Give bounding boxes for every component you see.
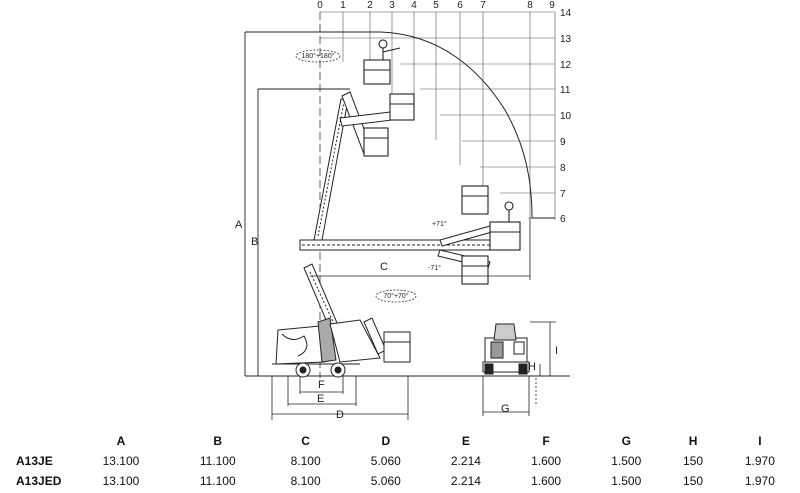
- y-scale-12: 12: [560, 60, 572, 71]
- col-header-b: B: [213, 434, 223, 448]
- col-header-i: I: [758, 434, 762, 448]
- dim-label-c: C: [380, 261, 388, 273]
- table-cell: 11.100: [199, 454, 236, 468]
- rotation-indicator-mid: 70°+70°: [375, 289, 417, 303]
- table-cell: 5.060: [370, 474, 401, 488]
- dimension-fed: [271, 376, 409, 420]
- table-cell: 150: [683, 454, 704, 468]
- table-cell: 8.100: [290, 474, 321, 488]
- dim-label-a: A: [235, 219, 243, 231]
- table-cell: 1.600: [531, 454, 562, 468]
- angle-up-label: +71°: [432, 220, 447, 228]
- machine-base-rear: [482, 323, 530, 375]
- y-scale-7: 7: [560, 189, 566, 200]
- y-scale-8: 8: [560, 163, 566, 174]
- col-header-a: A: [116, 434, 126, 448]
- basket-right-operator: [489, 201, 521, 251]
- table-cell: 2.214: [450, 474, 481, 488]
- x-scale-3: 3: [389, 0, 395, 11]
- table-corner: [0, 431, 72, 451]
- x-scale-9: 9: [549, 0, 555, 11]
- y-scale-6: 6: [560, 214, 566, 225]
- col-header-e: E: [461, 434, 470, 448]
- model-name: A13JE: [16, 454, 53, 468]
- boom-riser: [313, 91, 393, 241]
- y-scale-11: 11: [560, 85, 571, 96]
- dim-label-h: H: [528, 361, 536, 373]
- col-header-f: F: [542, 434, 550, 448]
- table-cell: 13.100: [102, 454, 140, 468]
- table-cell: 1.970: [744, 474, 775, 488]
- model-name: A13JED: [16, 474, 62, 488]
- table-cell: 1.500: [611, 454, 642, 468]
- table-cell: 1.500: [611, 474, 642, 488]
- dimension-ghi: [482, 321, 556, 416]
- dimension-c: [310, 218, 531, 280]
- col-header-d: D: [381, 434, 391, 448]
- basket-right-low: [461, 255, 489, 285]
- dim-label-f: F: [318, 379, 325, 391]
- col-header-g: G: [621, 434, 631, 448]
- table-cell: 13.100: [102, 474, 140, 488]
- basket-right-high: [461, 185, 489, 215]
- y-scale-labels: 14 13 12 11 10 9 8 7 6: [560, 8, 572, 225]
- x-scale-5: 5: [433, 0, 439, 11]
- dim-label-d: D: [336, 409, 344, 421]
- angle-down-label: -71°: [428, 264, 441, 272]
- table-cell: 150: [683, 474, 704, 488]
- basket-upper: [389, 93, 415, 121]
- working-envelope-curve: [245, 31, 555, 219]
- table-cell: 8.100: [290, 454, 321, 468]
- y-scale-13: 13: [560, 34, 572, 45]
- col-header-c: C: [301, 434, 310, 448]
- rotation-top-label: 180°+180°: [301, 52, 334, 60]
- y-scale-14: 14: [560, 8, 572, 19]
- table-cell: 2.214: [450, 454, 481, 468]
- lift-working-envelope-diagram: 0 1 2 3 4 5 6 7 8 9 14 13 12 11 10 9 8 7…: [235, 0, 572, 421]
- table-cell: 5.060: [370, 454, 401, 468]
- x-scale-8: 8: [527, 0, 533, 11]
- machine-base-side: [272, 317, 411, 378]
- rotation-mid-label: 70°+70°: [383, 292, 408, 300]
- x-scale-4: 4: [411, 0, 417, 11]
- x-scale-7: 7: [480, 0, 486, 11]
- dim-label-i: I: [555, 345, 558, 357]
- x-scale-labels: 0 1 2 3 4 5 6 7 8 9: [317, 0, 555, 11]
- dim-label-e: E: [317, 393, 324, 405]
- dim-label-g: G: [501, 403, 510, 415]
- y-scale-10: 10: [560, 111, 572, 122]
- table-cell: 1.970: [744, 454, 775, 468]
- x-scale-6: 6: [457, 0, 463, 11]
- table-cell: 1.600: [531, 474, 562, 488]
- rotation-indicator-top: 180°+180°: [295, 49, 341, 63]
- x-scale-0: 0: [317, 0, 323, 11]
- x-scale-1: 1: [340, 0, 346, 11]
- basket-middle-high: [363, 127, 389, 157]
- basket-top: [363, 39, 401, 85]
- table-header-row: A B C D E F G H I: [0, 431, 800, 451]
- col-header-h: H: [688, 434, 698, 448]
- dim-label-b: B: [251, 236, 258, 248]
- y-scale-9: 9: [560, 137, 566, 148]
- x-scale-2: 2: [367, 0, 373, 11]
- table-row: A13JE 13.100 11.100 8.100 5.060 2.214 1.…: [0, 451, 800, 471]
- table-cell: 11.100: [199, 474, 236, 488]
- specifications-table: A B C D E F G H I A13JE 13.100 11.100 8.…: [0, 431, 800, 491]
- table-row: A13JED 13.100 11.100 8.100 5.060 2.214 1…: [0, 471, 800, 491]
